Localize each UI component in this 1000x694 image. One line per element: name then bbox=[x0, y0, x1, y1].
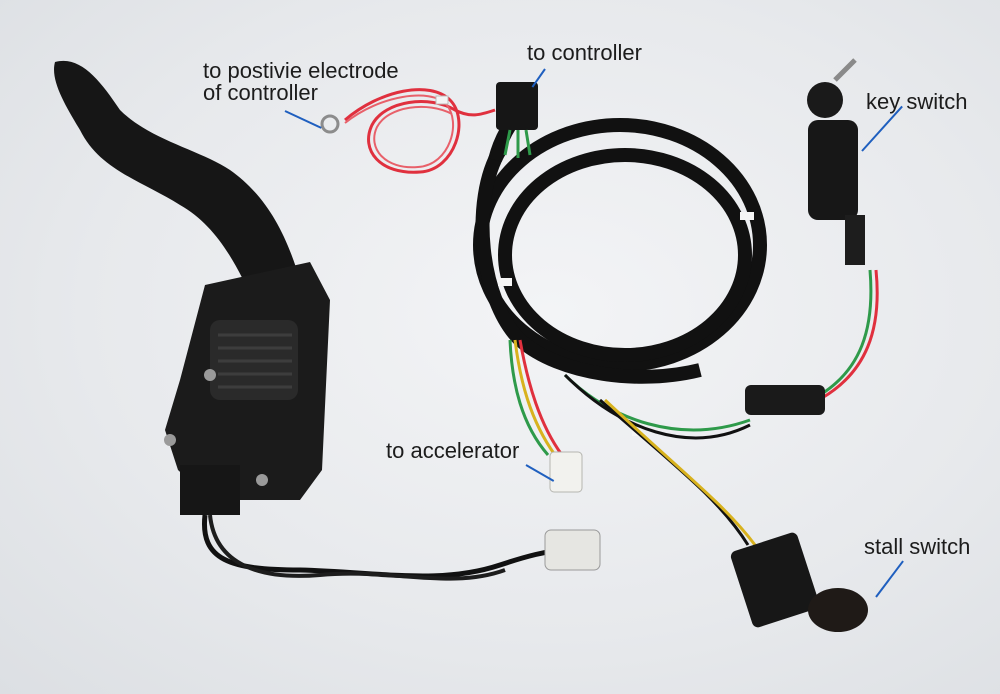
label-key-switch: key switch bbox=[866, 89, 968, 114]
accelerator-connector bbox=[549, 451, 583, 493]
label-controller: to controller bbox=[527, 40, 642, 65]
controller-connector bbox=[496, 82, 538, 158]
pedal-cable bbox=[201, 514, 601, 581]
label-positive-electrode: to postivie electrode bbox=[203, 58, 399, 83]
label-accelerator: to accelerator bbox=[386, 438, 520, 463]
inline-connector bbox=[745, 385, 825, 415]
label-positive-electrode-line2: of controller bbox=[203, 80, 318, 105]
accelerator-pedal bbox=[54, 60, 330, 515]
signal-wires bbox=[508, 269, 879, 546]
stall-switch-part bbox=[730, 532, 868, 632]
corrugated-harness bbox=[473, 95, 767, 384]
label-stall-switch: stall switch bbox=[864, 534, 971, 559]
key-switch-part bbox=[807, 58, 865, 265]
positive-wire bbox=[320, 88, 496, 174]
